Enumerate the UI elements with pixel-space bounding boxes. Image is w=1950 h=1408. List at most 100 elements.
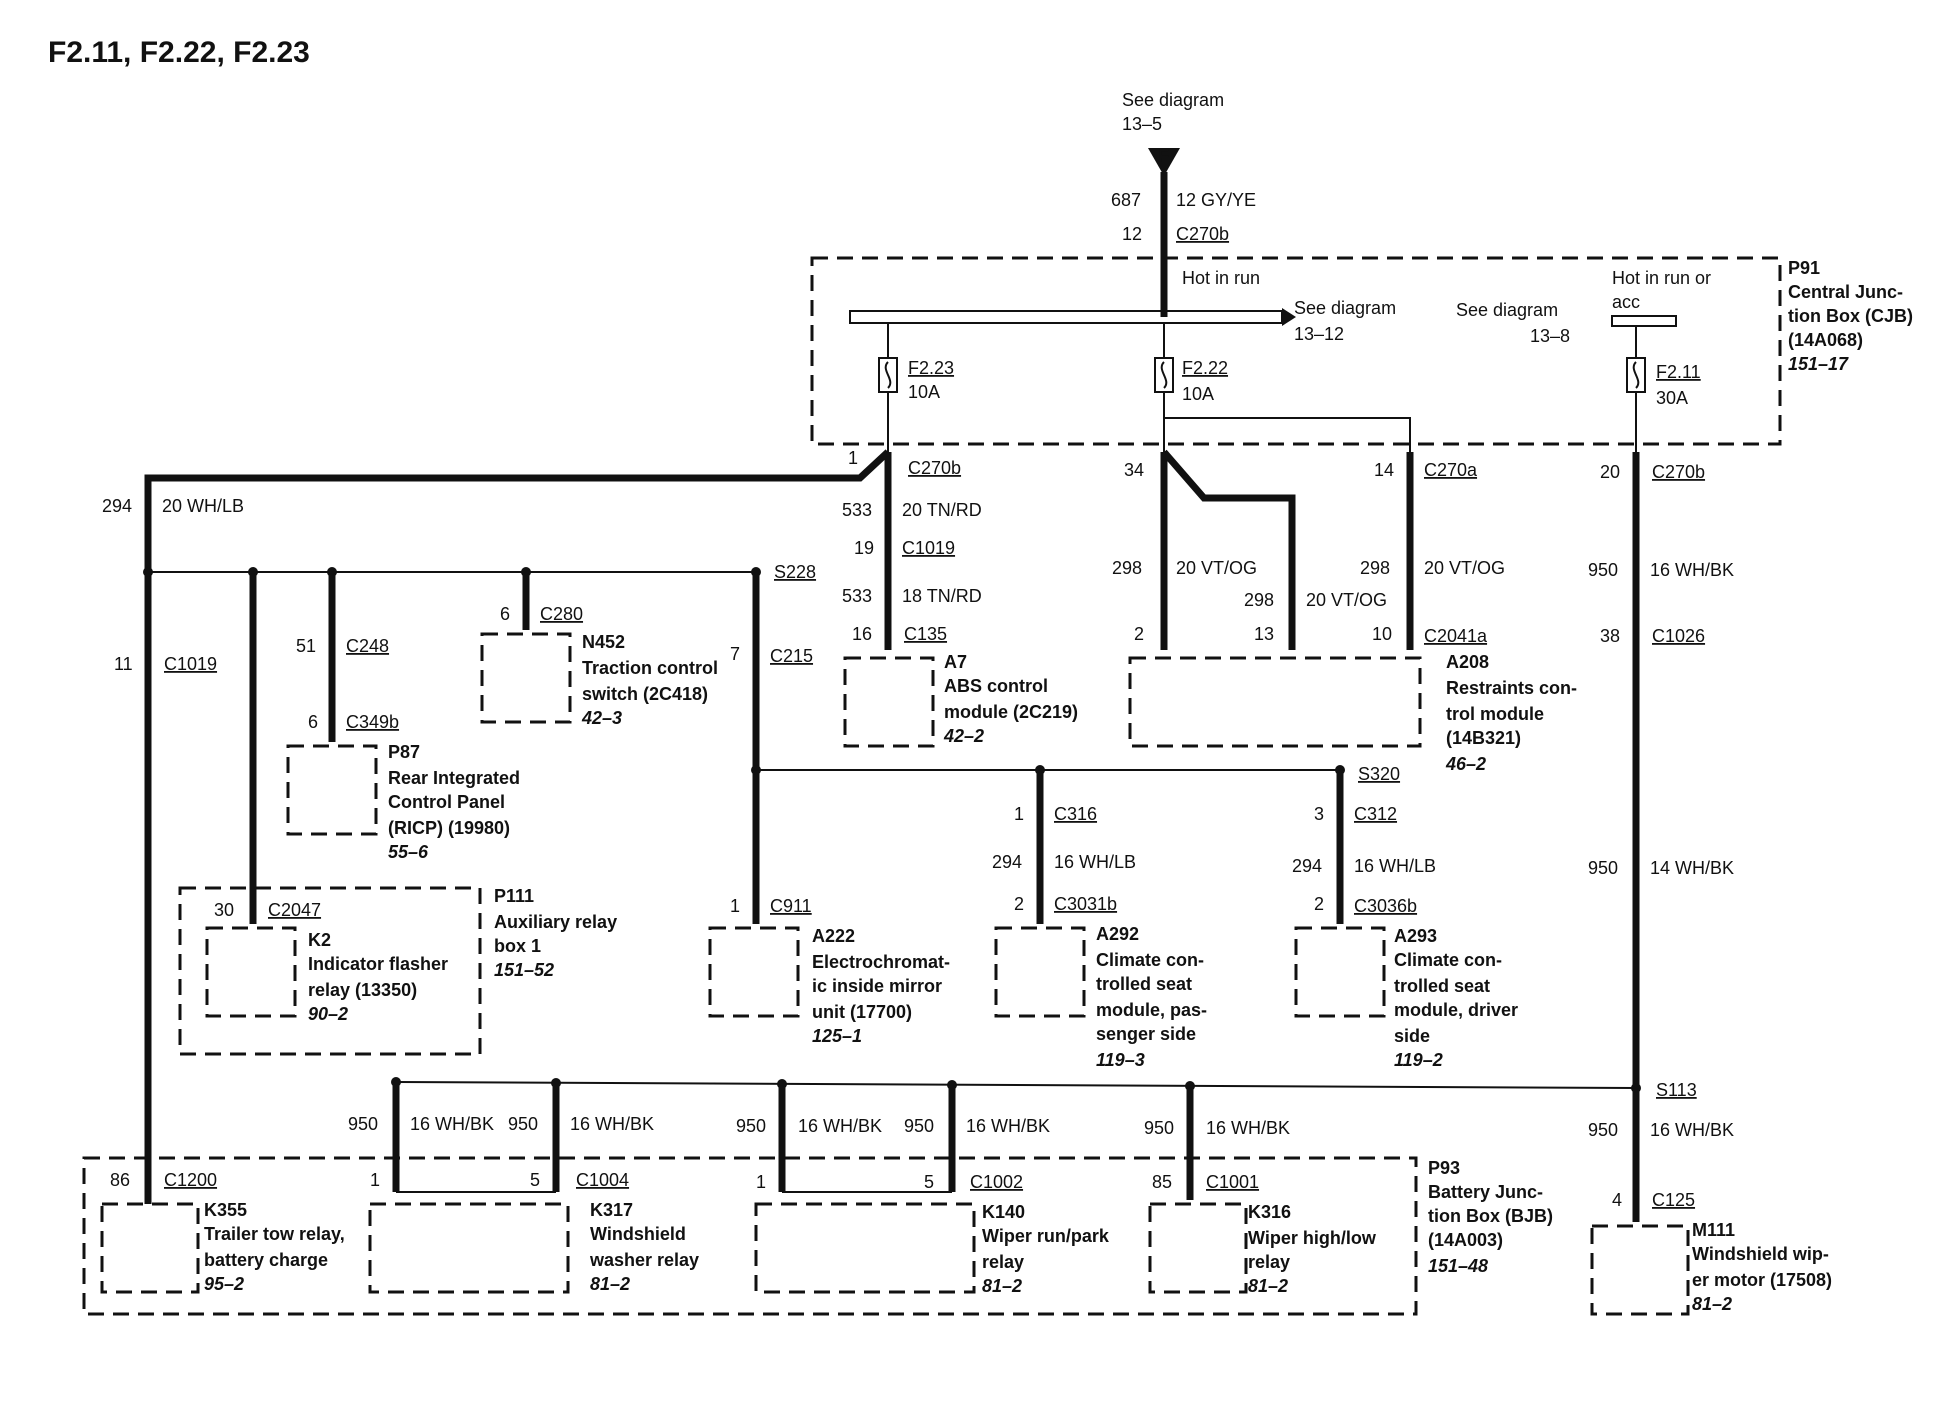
svg-text:(14B321): (14B321)	[1446, 728, 1521, 748]
svg-text:side: side	[1394, 1026, 1430, 1046]
wire-950-color-g: 16 WH/BK	[966, 1116, 1050, 1136]
p91-name-2: tion Box (CJB)	[1788, 306, 1913, 326]
fuse-f211-label: F2.11	[1656, 362, 1701, 382]
svg-text:Wiper high/low: Wiper high/low	[1248, 1228, 1377, 1248]
top-connector-letter: F	[1158, 146, 1169, 166]
svg-text:ABS control: ABS control	[944, 676, 1048, 696]
run-bus-bar	[849, 310, 1283, 324]
wire-950-num-g: 950	[904, 1116, 934, 1136]
svg-text:washer relay: washer relay	[589, 1250, 699, 1270]
connector-c215: C215	[770, 646, 813, 666]
pin-1-a222: 1	[730, 896, 740, 916]
p93-name-3: (14A003)	[1428, 1230, 1503, 1250]
svg-text:81–2: 81–2	[982, 1276, 1022, 1296]
hot-run-acc-label-2: acc	[1612, 292, 1640, 312]
pin-1-c316: 1	[1014, 804, 1024, 824]
svg-text:senger side: senger side	[1096, 1024, 1196, 1044]
pin-4-m111: 4	[1612, 1190, 1622, 1210]
svg-text:P87: P87	[388, 742, 420, 762]
pin-38: 38	[1600, 626, 1620, 646]
svg-text:trol module: trol module	[1446, 704, 1544, 724]
p91-name-3: (14A068)	[1788, 330, 1863, 350]
wire-294-num-b: 294	[992, 852, 1022, 872]
pin-6-p87: 6	[308, 712, 318, 732]
svg-text:A222: A222	[812, 926, 855, 946]
connector-c1004: C1004	[576, 1170, 629, 1190]
a292-box	[994, 926, 1086, 1018]
wire-298-color-c: 20 VT/OG	[1424, 558, 1505, 578]
wire-950-color-h: 16 WH/BK	[1206, 1118, 1290, 1138]
connector-c248: C248	[346, 636, 389, 656]
hot-in-run-label: Hot in run	[1182, 268, 1260, 288]
connector-c1200: C1200	[164, 1170, 217, 1190]
svg-text:42–3: 42–3	[581, 708, 622, 728]
pin-2-a293: 2	[1314, 894, 1324, 914]
wire-950-num-d: 950	[348, 1114, 378, 1134]
connector-c270b-a: C270b	[908, 458, 961, 478]
svg-text:Auxiliary relay: Auxiliary relay	[494, 912, 617, 932]
fuse-f223-rating: 10A	[908, 382, 940, 402]
connector-c1019-b: C1019	[164, 654, 217, 674]
pin-85: 85	[1152, 1172, 1172, 1192]
top-connector-symbol	[1148, 148, 1180, 176]
k140-label: K140 Wiper run/park relay 81–2	[982, 1202, 1110, 1296]
splice-bus-s113	[395, 1081, 1637, 1089]
connector-c1019-a: C1019	[902, 538, 955, 558]
p111-label: P111 Auxiliary relay box 1 151–52	[494, 886, 617, 980]
wire-294-color: 20 WH/LB	[162, 496, 244, 516]
svg-text:switch (2C418): switch (2C418)	[582, 684, 708, 704]
wire-950-color-c: 16 WH/BK	[1650, 1120, 1734, 1140]
svg-text:box 1: box 1	[494, 936, 541, 956]
wire-687-num: 687	[1111, 190, 1141, 210]
wire-298-num-c: 298	[1360, 558, 1390, 578]
fuse-f222-rating: 10A	[1182, 384, 1214, 404]
pin-86: 86	[110, 1170, 130, 1190]
pin-12: 12	[1122, 224, 1142, 244]
pin-10-a208: 10	[1372, 624, 1392, 644]
p111-box	[178, 886, 482, 1056]
fuse-f222-icon	[1154, 357, 1174, 393]
n452-box	[480, 632, 572, 724]
fuse-f222-label: F2.22	[1182, 358, 1228, 378]
svg-text:95–2: 95–2	[204, 1274, 244, 1294]
p91-central-junction-box	[810, 256, 1782, 446]
m111-label: M111 Windshield wip- er motor (17508) 81…	[1692, 1220, 1832, 1314]
pin-5-k140: 5	[924, 1172, 934, 1192]
connector-c911: C911	[770, 896, 812, 916]
connector-c3031b: C3031b	[1054, 894, 1117, 914]
pin-1-c270b: 1	[848, 448, 858, 468]
svg-text:46–2: 46–2	[1445, 754, 1486, 774]
pin-1-k317: 1	[370, 1170, 380, 1190]
svg-text:55–6: 55–6	[388, 842, 429, 862]
a7-box	[843, 656, 935, 748]
svg-text:relay (13350): relay (13350)	[308, 980, 417, 1000]
svg-text:Windshield wip-: Windshield wip-	[1692, 1244, 1829, 1264]
svg-text:A293: A293	[1394, 926, 1437, 946]
svg-text:119–2: 119–2	[1394, 1050, 1443, 1070]
svg-text:er motor (17508): er motor (17508)	[1692, 1270, 1832, 1290]
a208-label: A208 Restraints con- trol module (14B321…	[1445, 652, 1577, 774]
svg-text:A208: A208	[1446, 652, 1489, 672]
svg-text:K140: K140	[982, 1202, 1025, 1222]
p91-name-1: Central Junc-	[1788, 282, 1903, 302]
p93-ref: 151–48	[1428, 1256, 1488, 1276]
k316-label: K316 Wiper high/low relay 81–2	[1248, 1202, 1377, 1296]
wire-298-color-a: 20 VT/OG	[1176, 558, 1257, 578]
p87-box	[286, 744, 378, 836]
wire-533-color-a: 20 TN/RD	[902, 500, 982, 520]
svg-text:81–2: 81–2	[590, 1274, 630, 1294]
svg-text:Climate con-: Climate con-	[1096, 950, 1204, 970]
wire-950-num-f: 950	[736, 1116, 766, 1136]
svg-text:K355: K355	[204, 1200, 247, 1220]
pin-30: 30	[214, 900, 234, 920]
fuse-f223-icon	[878, 357, 898, 393]
wire-533-num-a: 533	[842, 500, 872, 520]
wire-950-num-h: 950	[1144, 1118, 1174, 1138]
wire-687-color: 12 GY/YE	[1176, 190, 1256, 210]
svg-text:42–2: 42–2	[943, 726, 984, 746]
f222-branch-to-c270a	[1164, 417, 1411, 452]
run-acc-bus-bar	[1611, 315, 1677, 327]
pin-51: 51	[296, 636, 316, 656]
see-diagram-13-12-num: 13–12	[1294, 324, 1344, 344]
svg-text:Windshield: Windshield	[590, 1224, 686, 1244]
